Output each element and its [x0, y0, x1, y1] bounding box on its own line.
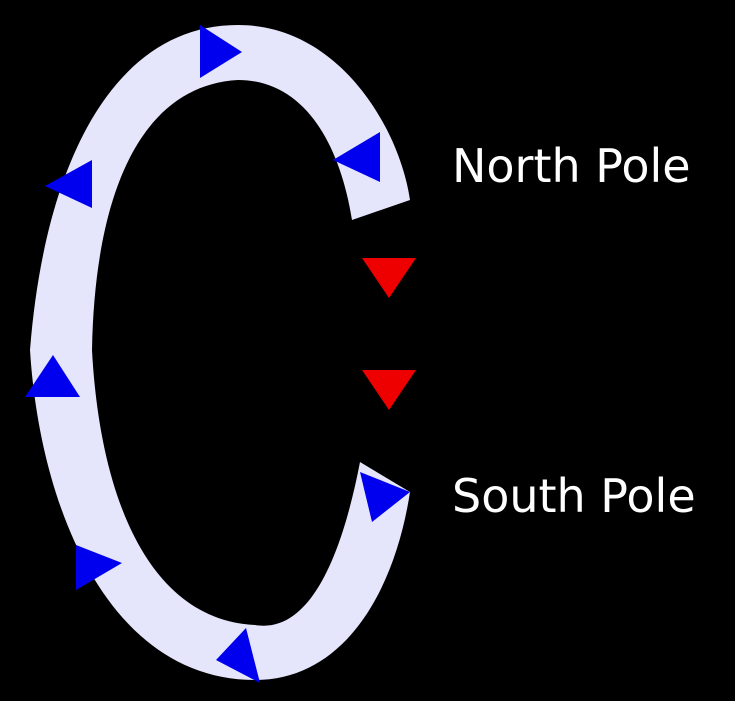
north-pole-label: North Pole [452, 143, 691, 189]
gap-field-arrows [362, 258, 416, 410]
gap-arrow-icon [362, 370, 416, 410]
south-pole-label: South Pole [452, 473, 696, 519]
gap-arrow-icon [362, 258, 416, 298]
